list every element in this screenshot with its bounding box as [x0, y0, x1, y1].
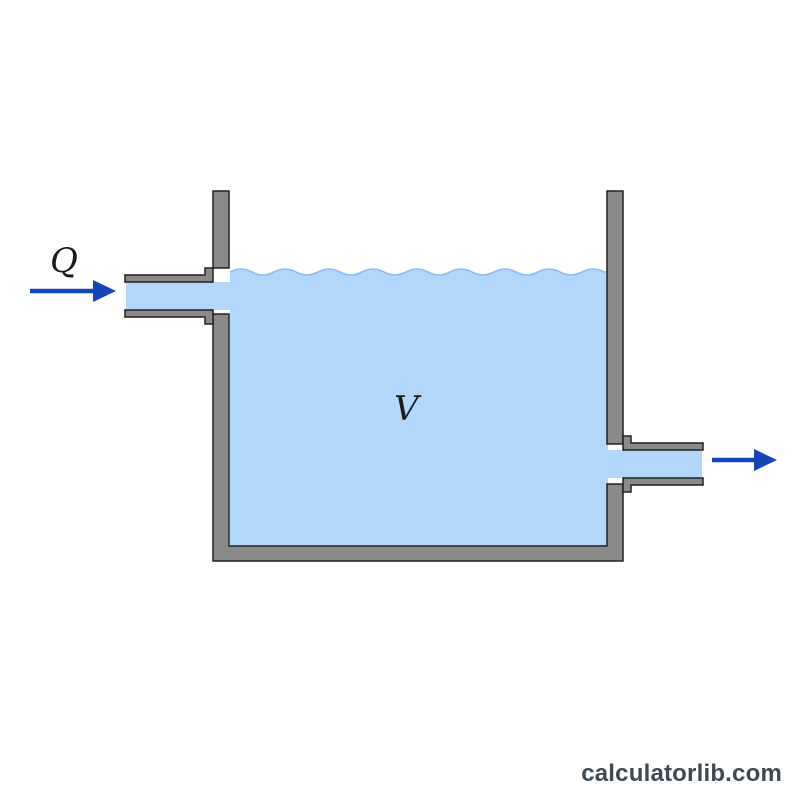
inflow-label: Q [50, 241, 78, 281]
outlet-pipe-wall [622, 435, 704, 493]
watermark: calculatorlib.com [581, 760, 782, 787]
inlet-pipe-water [126, 282, 230, 310]
volume-label: V [394, 389, 422, 429]
water-surface [229, 268, 608, 276]
water-body [230, 269, 608, 548]
inlet-pipe-wall [124, 267, 214, 325]
outflow-arrow-icon [712, 449, 777, 471]
outlet-pipe-water [608, 450, 702, 478]
inflow-arrow-icon [30, 280, 116, 302]
